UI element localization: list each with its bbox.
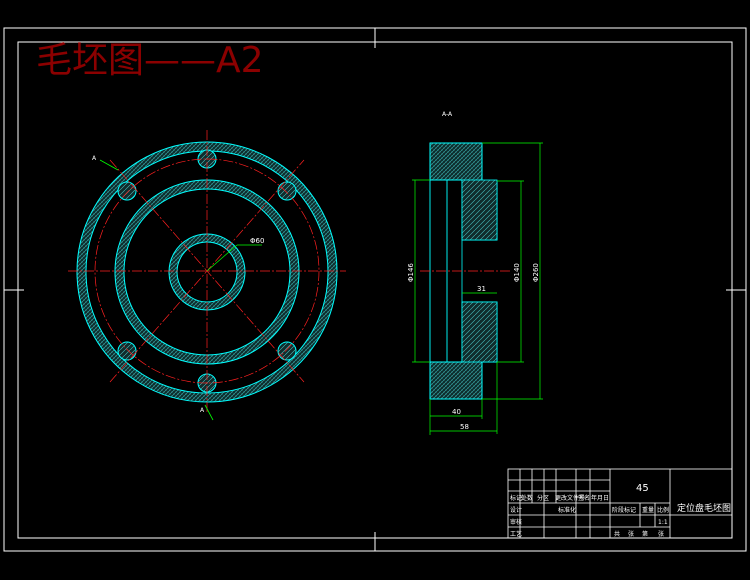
hub-dim-label: Φ140: [513, 263, 521, 282]
material-text: 45: [636, 483, 649, 494]
outer-dim-label: Φ260: [532, 263, 540, 282]
col-header-date: 年月日: [591, 494, 609, 502]
title-block: [507, 468, 733, 539]
title-block-text: 45 定位盘毛坯图 标记 设计 审核 工艺 处数 分区 更改文件号 签名 年月日…: [510, 483, 731, 538]
standardization-label: 标准化: [558, 506, 576, 514]
sheet-label-sheets1: 张: [628, 530, 634, 538]
bolt-hole-lower-left: [117, 341, 137, 361]
section-inner-hub-bottom: [461, 301, 498, 363]
bolt-hole-upper-left: [117, 181, 137, 201]
stage-header-scale: 比例: [657, 506, 669, 514]
bore-dim-label: Φ146: [407, 263, 415, 282]
outer-ring: [76, 141, 338, 403]
front-view: Φ60 A A: [68, 130, 346, 421]
groove-dim-label: 31: [477, 285, 486, 293]
section-view: A-A: [407, 111, 543, 435]
inner-diameter-leader: [206, 244, 238, 272]
sheet-label-total: 共: [614, 530, 620, 538]
col-header-sign: 签名: [578, 494, 590, 502]
section-view-label: A-A: [442, 111, 453, 118]
sheet-label-sheets2: 张: [658, 530, 664, 538]
section-cut-line-top: [99, 159, 119, 171]
sheet-label-no: 第: [642, 530, 648, 538]
hub-width-dim-label: 40: [452, 408, 461, 416]
hub-ring: [114, 179, 300, 365]
bolt-circle: [94, 158, 320, 384]
section-cut-line-bottom: [204, 404, 214, 421]
col-header-zone: 分区: [537, 494, 549, 502]
bolt-hole-upper-right: [277, 181, 297, 201]
section-inner-hub-top: [461, 179, 498, 241]
stage-header-weight: 重量: [642, 506, 654, 514]
col-header-count: 处数: [521, 494, 533, 502]
stage-header-mark: 阶段标记: [612, 506, 636, 514]
row-label-review: 审核: [510, 518, 522, 526]
total-width-dim-label: 58: [460, 423, 469, 431]
part-name-text: 定位盘毛坯图: [677, 502, 731, 514]
outer-sheet-border: [3, 27, 747, 552]
drawing-heading: 毛坯图——A2: [36, 40, 264, 81]
scale-value: 1:1: [658, 519, 668, 526]
col-header-change: 更改文件号: [555, 494, 585, 502]
row-label-mark: 标记: [510, 494, 522, 502]
row-label-design: 设计: [510, 506, 522, 514]
inner-diameter-label: Φ60: [250, 237, 264, 245]
section-cut-label-bottom: A: [200, 407, 205, 414]
row-label-process: 工艺: [510, 530, 522, 538]
section-cut-label-top: A: [92, 155, 97, 162]
bolt-hole-lower-right: [277, 341, 297, 361]
